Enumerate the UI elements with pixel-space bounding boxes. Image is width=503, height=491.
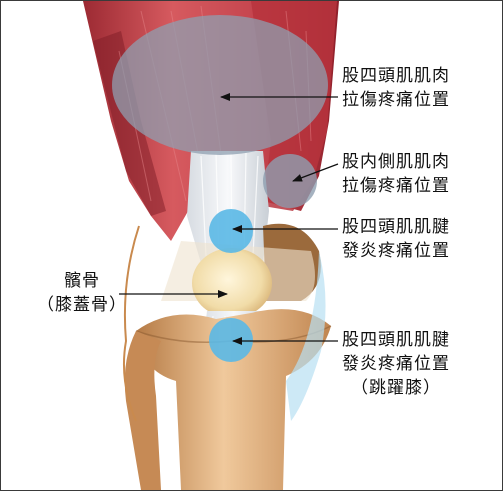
label-patellar-tendinitis: 股四頭肌肌腱 發炎疼痛位置 （跳躍膝） xyxy=(342,328,450,400)
label-line: 股四頭肌肌肉 xyxy=(342,64,450,88)
label-line: 股内側肌肌肉 xyxy=(342,150,450,174)
label-line: 發炎疼痛位置 xyxy=(342,239,450,263)
label-line: 股四頭肌肌腱 xyxy=(342,215,450,239)
label-line: （膝蓋骨） xyxy=(37,293,127,317)
label-line: 髕骨 xyxy=(37,269,127,293)
label-line: 發炎疼痛位置 xyxy=(342,352,450,376)
medial-muscle-pain-marker xyxy=(263,154,317,208)
label-patella: 髕骨 （膝蓋骨） xyxy=(37,269,127,317)
quadriceps-muscle-pain-marker xyxy=(112,15,328,155)
label-medial-muscle-strain: 股内側肌肌肉 拉傷疼痛位置 xyxy=(342,150,450,198)
quadriceps-tendon-pain-marker xyxy=(209,209,253,253)
fibula-bone xyxy=(125,331,161,490)
patellar-tendon-pain-marker xyxy=(209,318,253,362)
label-line: 拉傷疼痛位置 xyxy=(342,88,450,112)
label-line: 股四頭肌肌腱 xyxy=(342,328,450,352)
patella-bone xyxy=(192,248,272,318)
label-quadriceps-tendinitis: 股四頭肌肌腱 發炎疼痛位置 xyxy=(342,215,450,263)
label-quadriceps-muscle-strain: 股四頭肌肌肉 拉傷疼痛位置 xyxy=(342,64,450,112)
label-line: 拉傷疼痛位置 xyxy=(342,174,450,198)
label-line: （跳躍膝） xyxy=(342,376,450,400)
